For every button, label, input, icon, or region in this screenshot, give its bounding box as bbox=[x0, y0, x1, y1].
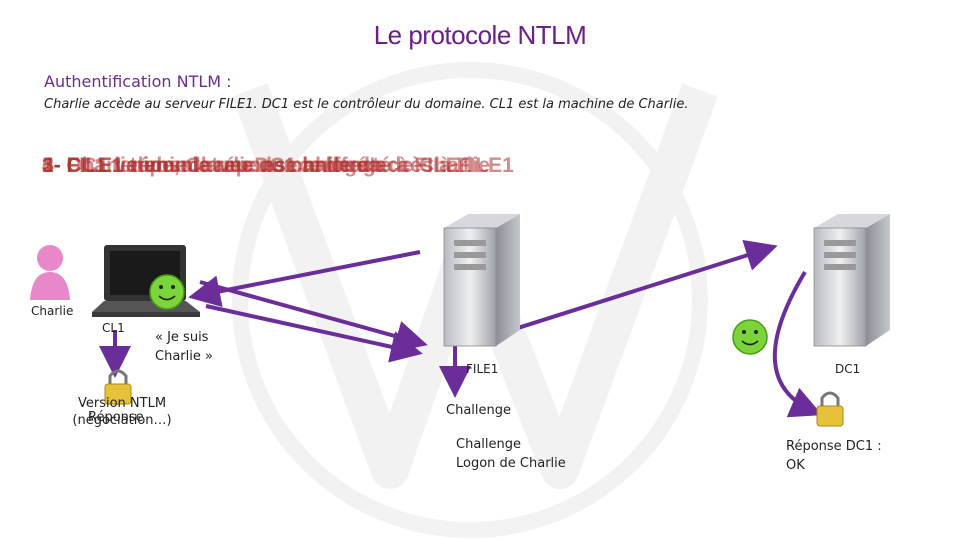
server-icon bbox=[443, 214, 520, 347]
arrow-dc1-curve bbox=[772, 270, 823, 418]
label-charlie: Charlie bbox=[31, 304, 74, 318]
section-subtitle: Authentification NTLM : bbox=[44, 72, 232, 91]
label-version-ntlm: Version NTLM (négociation…) bbox=[72, 394, 172, 430]
arrow-cl1-to-file1-1 bbox=[199, 280, 428, 353]
label-version-line2: (négociation…) bbox=[72, 413, 172, 428]
arrow-cl1-to-file1-2 bbox=[205, 304, 423, 363]
step-caption: 5- DC1 valide, Charlie est connecté à FI… bbox=[42, 154, 472, 177]
smiley-icon bbox=[732, 319, 768, 355]
label-reponse: Réponse bbox=[88, 410, 144, 425]
laptop-icon bbox=[92, 245, 200, 317]
step-caption: 3- CL1 renvoie la réponse chiffrée bbox=[42, 154, 380, 177]
page-title: Le protocole NTLM bbox=[373, 20, 587, 50]
label-cl1: CL1 bbox=[102, 321, 125, 335]
label-version-line1: Version NTLM bbox=[77, 396, 167, 411]
step-caption: 2- FILE1 répond avec un challenge bbox=[42, 154, 388, 177]
label-challenge: Challenge bbox=[446, 403, 511, 418]
arrows bbox=[99, 240, 823, 418]
step-caption: 4- FILE1 transmet au DC1 le logon de Cha… bbox=[42, 154, 491, 177]
label-je-suis-line1: « Je suis bbox=[155, 330, 209, 345]
label-reponse-dc1: Réponse DC1 : OK bbox=[786, 437, 882, 475]
label-challenge-logon-line1: Challenge bbox=[456, 437, 521, 452]
server-icon bbox=[813, 214, 890, 347]
arrow-file1-to-dc1 bbox=[479, 240, 778, 342]
step-caption: 1- Charlie envoie une demande d'accès à … bbox=[42, 154, 514, 177]
user-icon bbox=[30, 245, 70, 300]
padlock-icon bbox=[104, 369, 132, 405]
arrow-file1-to-cl1 bbox=[188, 250, 421, 308]
label-file1: FILE1 bbox=[466, 362, 499, 376]
label-reponse-dc1-line2: OK bbox=[786, 458, 805, 473]
label-je-suis: « Je suis Charlie » bbox=[155, 328, 213, 366]
intro-text: Charlie accède au serveur FILE1. DC1 est… bbox=[44, 97, 689, 112]
label-je-suis-line2: Charlie » bbox=[155, 349, 213, 364]
label-challenge-logon: Challenge Logon de Charlie bbox=[456, 435, 566, 473]
label-reponse-dc1-line1: Réponse DC1 : bbox=[786, 439, 882, 454]
smiley-icon bbox=[149, 274, 185, 310]
label-dc1: DC1 bbox=[835, 362, 861, 376]
padlock-icon bbox=[816, 391, 844, 427]
label-challenge-logon-line2: Logon de Charlie bbox=[456, 456, 566, 471]
